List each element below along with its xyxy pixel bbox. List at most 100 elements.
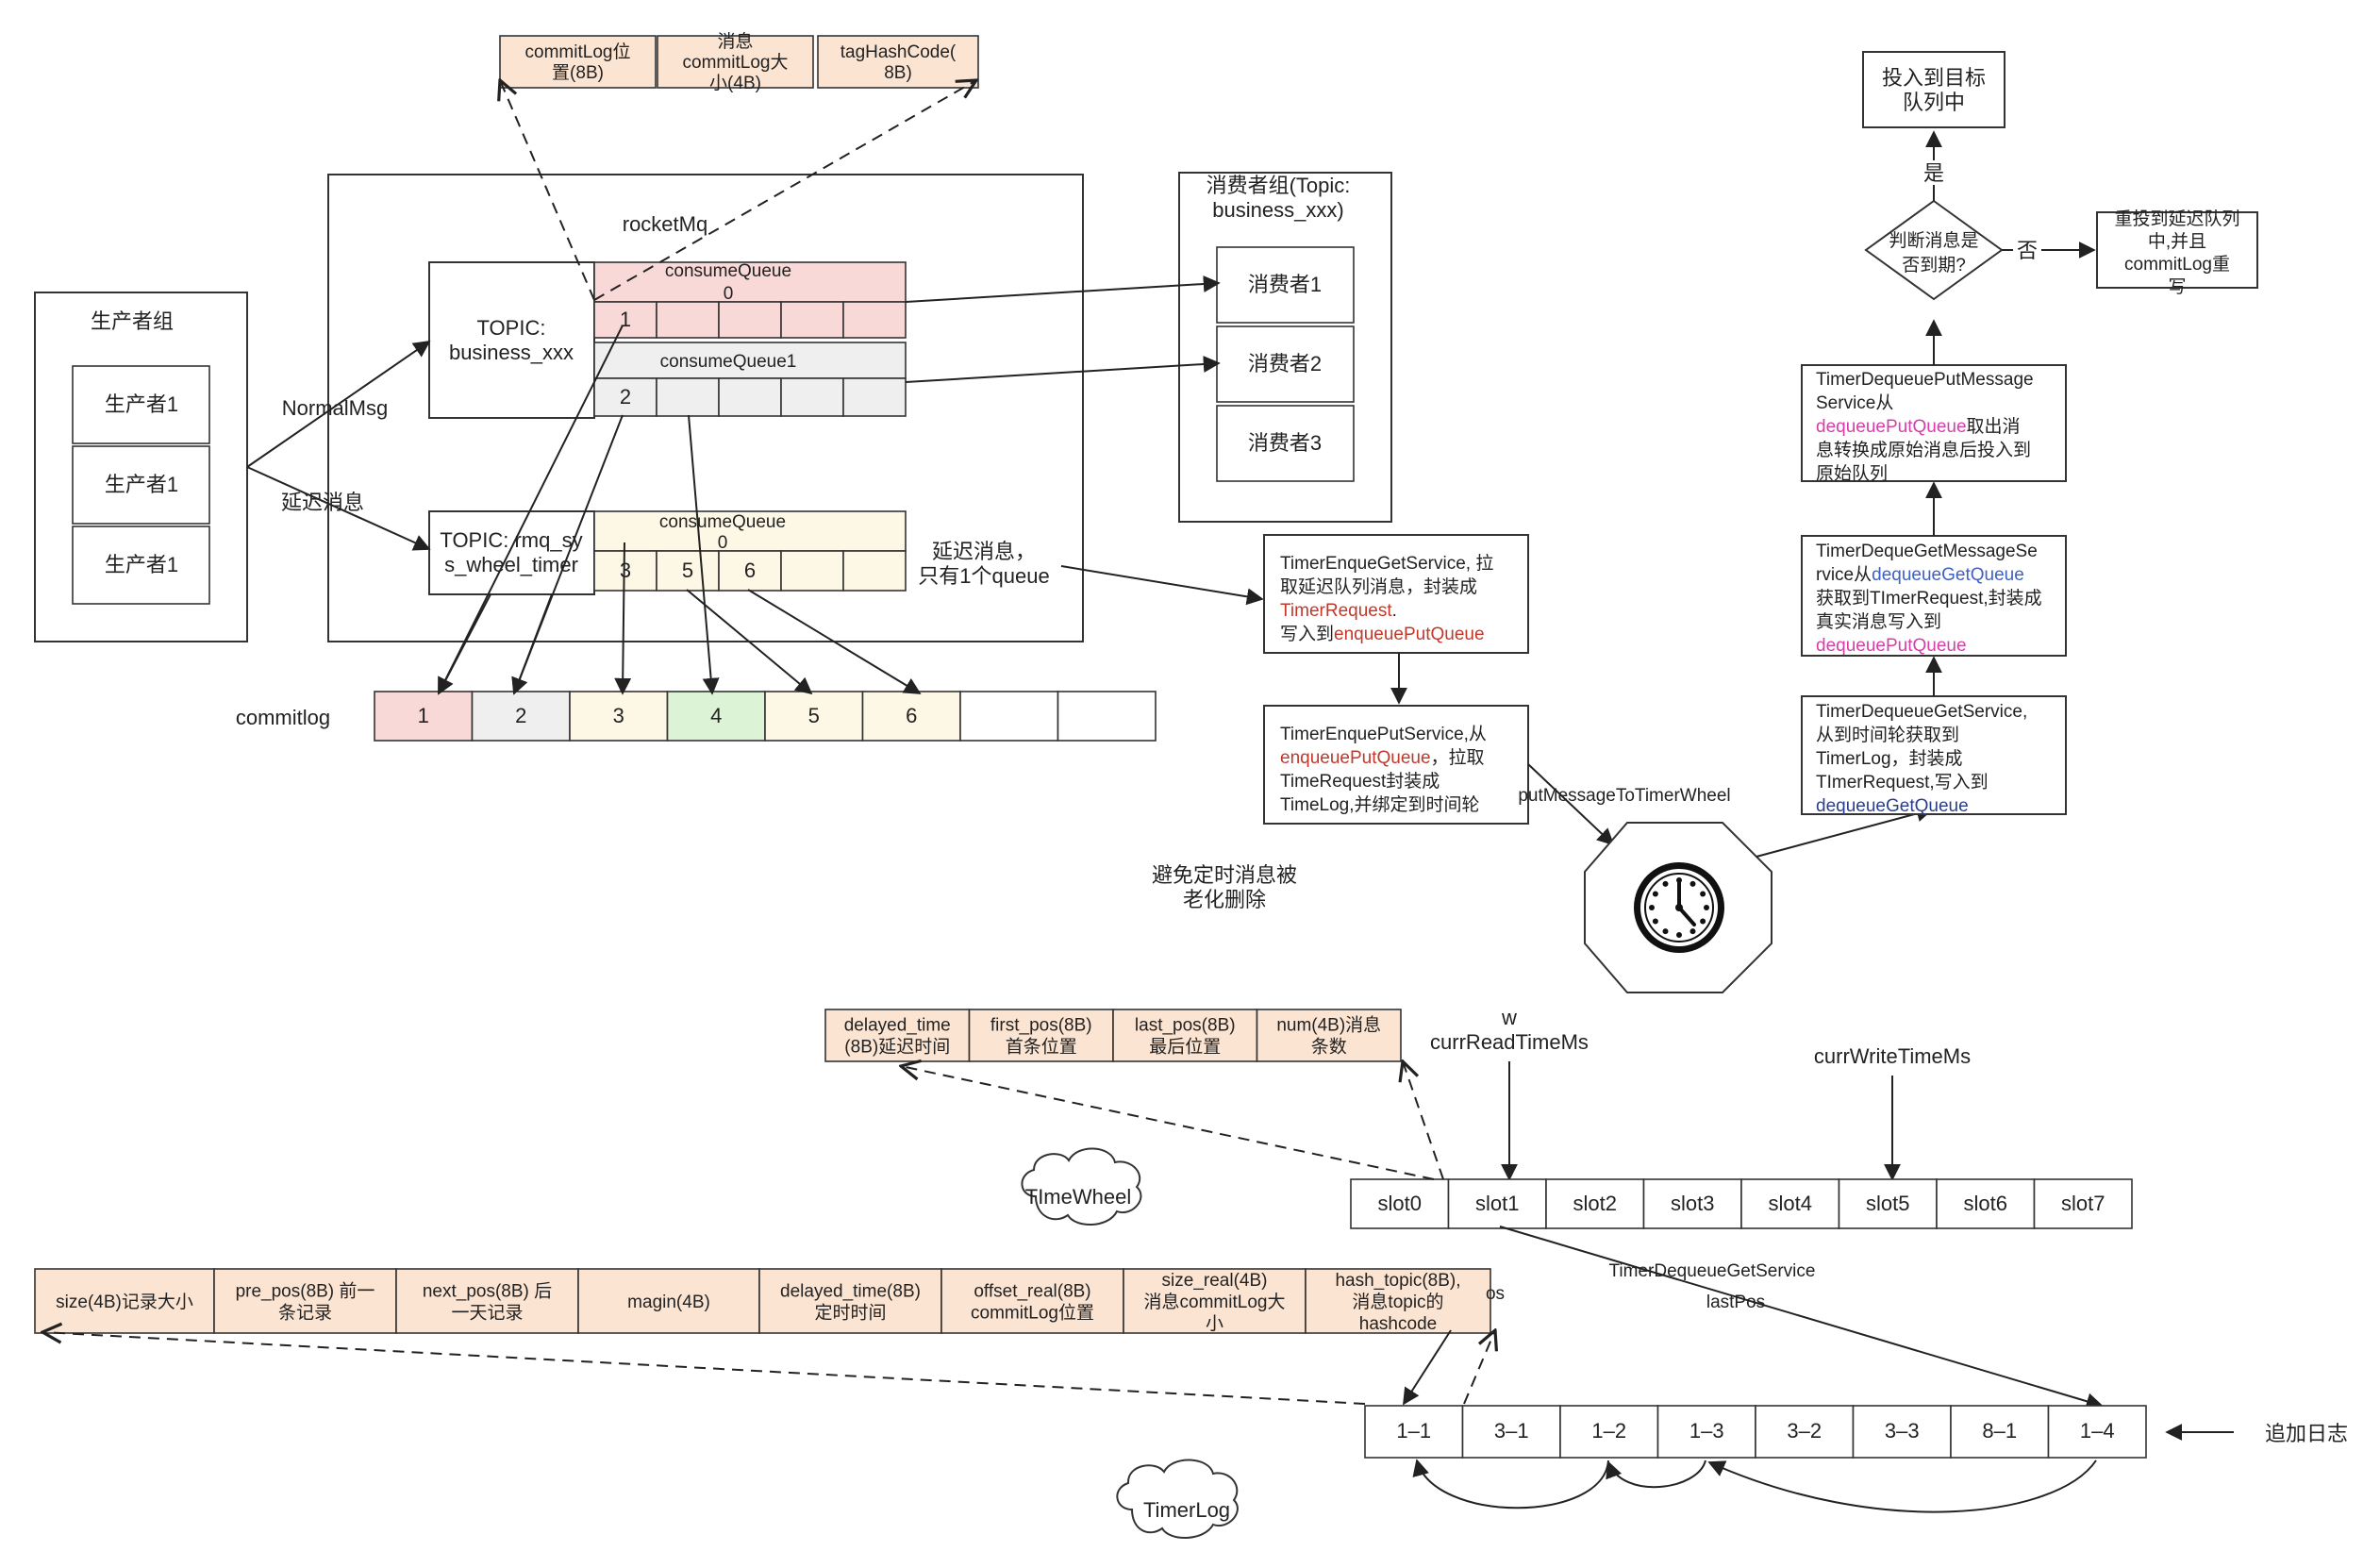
slot-field-text: delayed_time(8B)延迟时间: [844, 1016, 951, 1058]
timerlog-cell-value: 1–4: [2080, 1419, 2115, 1443]
cq-timer-cell-value: 5: [682, 559, 693, 582]
commitlog-cell-value: 5: [808, 704, 820, 727]
commitlog-cell: [374, 691, 474, 742]
put-to-wheel-edge: [1527, 763, 1615, 846]
cq1-cell: [780, 377, 844, 417]
time-wheel-slot-label: slot6: [1964, 1192, 2007, 1215]
timerlog-cloud-label: TimerLog: [1143, 1498, 1230, 1522]
timerlog-cell-value: 1–1: [1396, 1419, 1431, 1443]
producer-label: 生产者1: [105, 553, 178, 576]
pos-partial-label: os: [1486, 1284, 1505, 1304]
no-label: 否: [2017, 239, 2038, 262]
timerlog-field-text: size(4B)记录大小: [56, 1292, 193, 1312]
timerlog-cell: [1364, 1405, 1464, 1459]
time-wheel-slot-label: slot2: [1573, 1192, 1617, 1215]
time-wheel-slot: [1838, 1178, 1938, 1229]
delay-note: 延迟消息，只有1个queue: [918, 540, 1049, 588]
timerlog-cell-value: 3–3: [1885, 1419, 1920, 1443]
cq1-cell: [593, 377, 657, 417]
producer-box: [72, 445, 210, 525]
producer-box: [72, 365, 210, 444]
queue-commitlog-edges: [438, 325, 922, 695]
timerlog-cell: [1950, 1405, 2050, 1459]
cq-timer-cell: [780, 550, 844, 592]
commitlog-cell-value: 1: [418, 704, 429, 727]
time-wheel-slot: [2033, 1178, 2133, 1229]
deque-get-service-box: [1801, 695, 2067, 815]
rocketmq-label: rocketMq: [623, 212, 707, 236]
slot-field-text: num(4B)消息条数: [1276, 1015, 1381, 1058]
deque-put-message-box: [1801, 364, 2067, 482]
commitlog-cell-value: 6: [906, 704, 917, 727]
timerlog-cell: [1461, 1405, 1561, 1459]
enque-get-service-box: [1263, 534, 1529, 654]
commitlog-cell: [471, 691, 571, 742]
consumer-label: 消费者2: [1248, 352, 1322, 375]
cq-field-cell: [657, 35, 814, 89]
timerlog-cell-value: 1–2: [1591, 1419, 1626, 1443]
timewheel-cloud-label: TImeWheel: [1025, 1185, 1131, 1209]
cq0-cell: [842, 301, 907, 339]
slot-field-cell: [968, 1009, 1114, 1062]
timerlog-field-cell: [577, 1268, 760, 1334]
topic-business-label: TOPIC:business_xxx: [449, 316, 574, 364]
target-queue-text: 投入到目标队列中: [1882, 66, 1986, 114]
target-queue-box: [1862, 51, 2006, 128]
curr-write-time-label: currWriteTimeMs: [1814, 1044, 1971, 1068]
timerlog-cell-value: 8–1: [1982, 1419, 2017, 1443]
wheel-to-deque-get-edge: [1756, 805, 1934, 858]
avoid-aging-note: 避免定时消息被老化删除: [1152, 863, 1297, 911]
consumer-label: 消费者3: [1248, 431, 1322, 455]
slot-field-text: first_pos(8B)首条位置: [990, 1016, 1092, 1058]
commitlog-cell-value: 2: [515, 704, 526, 727]
timerlog-cell-value: 1–3: [1689, 1419, 1724, 1443]
consumer-box: [1216, 246, 1355, 324]
timerlog-cell-value: 3–2: [1787, 1419, 1822, 1443]
cq0-cell: [656, 301, 720, 339]
cq0-cell: [718, 301, 782, 339]
cq-field-pointers: [500, 80, 976, 301]
time-wheel-slot: [1936, 1178, 2036, 1229]
time-wheel-slot-label: slot0: [1378, 1192, 1422, 1215]
slot-field-cell: [824, 1009, 971, 1062]
slot-field-cell: [1256, 1009, 1402, 1062]
timerlog-field-text: next_pos(8B) 后一天记录: [423, 1281, 552, 1324]
deque-service-pointer-label: TimerDequeueGetService: [1609, 1261, 1816, 1281]
clock-icon: [1634, 862, 1724, 953]
requeue-box: [2096, 211, 2258, 289]
commitlog-cell: [764, 691, 864, 742]
producer-edges: [246, 340, 431, 551]
cq-field-cell: [817, 35, 979, 89]
expiry-decision-text: 判断消息是否到期?: [1889, 230, 1978, 275]
cq-timer-cell-value: 6: [744, 559, 756, 582]
slot-first-pos-edge: [1403, 1329, 1452, 1406]
time-wheel-slot: [1642, 1178, 1742, 1229]
time-wheel-slot-label: slot3: [1671, 1192, 1714, 1215]
timerlog-cell: [1656, 1405, 1756, 1459]
producer-group-title: 生产者组: [91, 309, 174, 333]
topic-business-box: [428, 261, 595, 419]
slot-field-cell: [1112, 1009, 1258, 1062]
cq-timer-header: [593, 510, 907, 552]
timerlog-link-arcs: [1412, 1459, 2097, 1513]
timerlog-cell: [1852, 1405, 1952, 1459]
edge-normal-msg: NormalMsg: [282, 396, 388, 420]
timerlog-field-cell: [1305, 1268, 1491, 1334]
slot-last-pos-edge: [1499, 1226, 2104, 1410]
cq1-cell-value: 2: [620, 385, 631, 409]
timerlog-cell: [2047, 1405, 2147, 1459]
